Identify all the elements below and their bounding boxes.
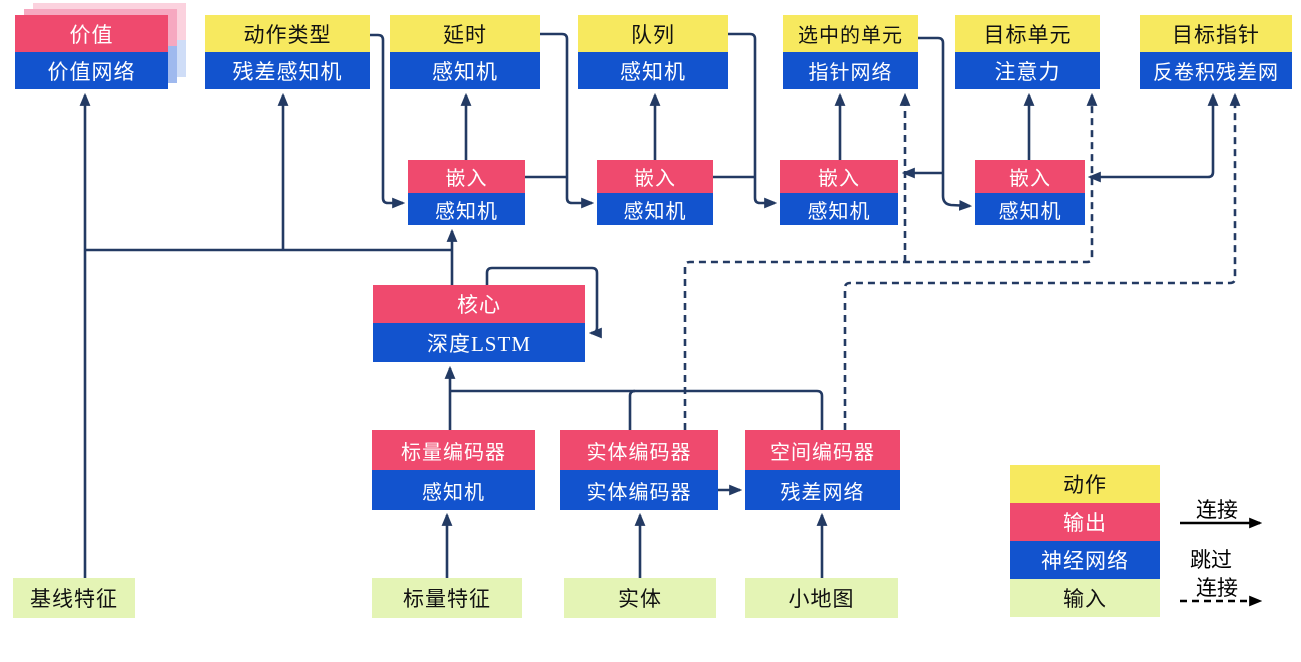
node-action-type: 动作类型 残差感知机	[205, 15, 370, 89]
legend-input: 输入	[1010, 579, 1160, 617]
legend-skip-label-2: 连接	[1196, 576, 1238, 600]
node-embed-1-network: 感知机	[408, 193, 525, 225]
node-core-output: 核心	[373, 285, 585, 323]
node-minimap: 小地图	[745, 578, 898, 618]
node-entity-encoder: 实体编码器 实体编码器	[560, 430, 718, 510]
node-scalar-encoder-network: 感知机	[372, 470, 535, 510]
node-embed-2: 嵌入 感知机	[597, 160, 713, 225]
node-embed-2-network: 感知机	[597, 193, 713, 225]
node-embed-3-network: 感知机	[780, 193, 898, 225]
node-selected-units: 选中的单元 指针网络	[783, 15, 918, 89]
node-target-unit-network: 注意力	[955, 52, 1100, 89]
node-target-point-network: 反卷积残差网	[1140, 52, 1292, 89]
node-queue-action: 队列	[578, 15, 728, 52]
node-entity-encoder-output: 实体编码器	[560, 430, 718, 470]
node-minimap-label: 小地图	[745, 578, 898, 618]
node-spatial-encoder-network: 残差网络	[745, 470, 900, 510]
node-delay: 延时 感知机	[390, 15, 540, 89]
legend-output: 输出	[1010, 503, 1160, 541]
node-spatial-encoder-output: 空间编码器	[745, 430, 900, 470]
node-embed-3: 嵌入 感知机	[780, 160, 898, 225]
legend-skip-label-1: 跳过	[1190, 548, 1232, 572]
node-embed-1: 嵌入 感知机	[408, 160, 525, 225]
wire-selected-to-embed4	[918, 36, 973, 211]
node-value-output: 价值	[15, 15, 168, 52]
legend-color-key: 动作 输出 神经网络 输入	[1010, 465, 1160, 617]
node-action-type-network: 残差感知机	[205, 52, 370, 89]
node-baseline-features-label: 基线特征	[13, 578, 135, 618]
node-action-type-action: 动作类型	[205, 15, 370, 52]
node-embed-4-output: 嵌入	[975, 160, 1085, 193]
node-queue-network: 感知机	[578, 52, 728, 89]
wire-core-loop	[485, 266, 602, 339]
node-baseline-features: 基线特征	[13, 578, 135, 618]
node-selected-units-network: 指针网络	[783, 52, 918, 89]
wire-actiontype-to-embed1	[370, 33, 406, 209]
wire-entityenc-join	[628, 389, 636, 430]
node-value: 价值 价值网络	[15, 3, 186, 89]
node-scalar-encoder-output: 标量编码器	[372, 430, 535, 470]
legend-action: 动作	[1010, 465, 1160, 503]
node-entity-encoder-network: 实体编码器	[560, 470, 718, 510]
wire-embed4-to-targetpoint	[1087, 92, 1219, 183]
legend-connection-label: 连接	[1196, 498, 1238, 522]
node-core-network: 深度LSTM	[373, 323, 585, 362]
wire-queue-to-embed3	[728, 32, 778, 209]
node-spatial-encoder: 空间编码器 残差网络	[745, 430, 900, 510]
wire-delay-to-embed2	[540, 32, 595, 209]
skip-entity-main	[683, 92, 1098, 430]
node-embed-2-output: 嵌入	[597, 160, 713, 193]
wire-encoder-trunk	[450, 389, 824, 430]
node-entities: 实体	[564, 578, 716, 618]
node-target-unit: 目标单元 注意力	[955, 15, 1100, 89]
node-delay-network: 感知机	[390, 52, 540, 89]
node-scalar-features-label: 标量特征	[372, 578, 522, 618]
node-target-point: 目标指针 反卷积残差网	[1140, 15, 1292, 89]
node-scalar-features: 标量特征	[372, 578, 522, 618]
node-delay-action: 延时	[390, 15, 540, 52]
node-queue: 队列 感知机	[578, 15, 728, 89]
node-target-unit-action: 目标单元	[955, 15, 1100, 52]
node-core: 核心 深度LSTM	[373, 285, 585, 362]
node-embed-1-output: 嵌入	[408, 160, 525, 193]
node-embed-3-output: 嵌入	[780, 160, 898, 193]
node-selected-units-action: 选中的单元	[783, 15, 918, 52]
legend-network: 神经网络	[1010, 541, 1160, 579]
node-scalar-encoder: 标量编码器 感知机	[372, 430, 535, 510]
node-value-network: 价值网络	[15, 52, 168, 89]
node-entities-label: 实体	[564, 578, 716, 618]
skip-spatial	[843, 92, 1241, 430]
node-embed-4-network: 感知机	[975, 193, 1085, 225]
node-target-point-action: 目标指针	[1140, 15, 1292, 52]
node-embed-4: 嵌入 感知机	[975, 160, 1085, 225]
